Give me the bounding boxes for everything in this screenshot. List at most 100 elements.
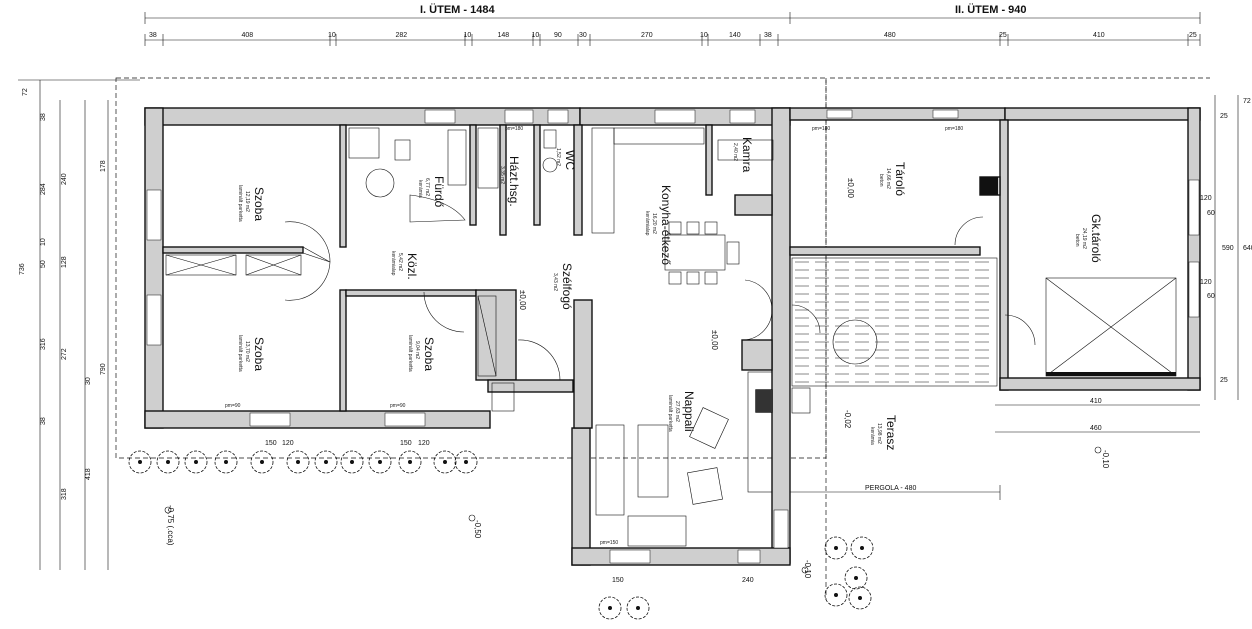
pm-2: pm=180 [812,126,830,132]
kitchen-furniture [591,127,774,285]
roof-outline [115,77,827,459]
pm-5: pm=90 [390,403,406,409]
level-szelfogo: ±0,00 [518,290,527,311]
right-dim-120a: 120 [1200,195,1212,202]
tree-icon [340,450,364,474]
tree-icon [433,450,457,474]
tree-icon [454,450,478,474]
right-dim-72: 72 [1243,98,1251,105]
level-nappali: ±0,00 [710,330,719,351]
pm-3: pm=180 [945,126,963,132]
tree-icon [184,450,208,474]
room-floor-nappali: laminált parketta [667,395,673,432]
bathroom-fixtures [348,127,558,223]
right-dim-25b: 25 [1220,377,1228,384]
left-dim-318: 318 [61,488,68,500]
left-dim-38b: 38 [40,417,47,425]
bottom-dim-150b: 150 [400,440,412,447]
room-name-wc: WC [563,150,577,170]
room-floor-szoba2: laminált parketta [237,335,243,372]
room-name-szoba2: Szoba [252,337,266,371]
top-dim-8: 30 [579,32,587,39]
garage-spot [1045,277,1177,377]
tree-icon [824,536,848,560]
room-area-szoba2: 13,70 m2 [244,341,250,362]
bottom-dim-410: 410 [1090,398,1102,405]
room-area-szoba3: 9,04 m2 [414,341,420,359]
pm-1: pm=180 [505,126,523,132]
pm-7: pm=150 [600,540,618,546]
room-area-konyha: 16,20 m2 [651,213,657,234]
left-dimensions: 72 38 284 10 50 128 316 38 240 272 30 73… [18,79,140,570]
room-name-kozl: Közl. [405,253,419,280]
tree-icon [368,450,392,474]
parapet-notes: pm=180 pm=180 pm=180 pm=90 pm=90 pm=150 [225,126,963,546]
room-name-szoba3: Szoba [422,337,436,371]
top-dim-10: 10 [700,32,708,39]
right-dimensions: 72 25 120 60 590 640 120 60 25 [1200,95,1252,400]
top-dim-7: 90 [554,32,562,39]
tree-icon [626,596,650,620]
left-dim-30: 30 [85,377,92,385]
level-garage-front: -0,10 [1101,450,1110,469]
level-yard: -0,50 [473,520,482,539]
stove [756,390,772,412]
top-dim-15: 410 [1093,32,1105,39]
top-dim-5: 148 [498,32,510,39]
wardrobes [165,254,515,412]
room-area-szelfogo: 3,43 m2 [552,273,558,291]
left-dim-240: 240 [61,173,68,185]
room-floor-szoba3: laminált parketta [407,335,413,372]
right-dim-60b: 60 [1207,293,1215,300]
room-labels: Szoba 12,19 m2 laminált parketta Szoba 1… [237,137,1103,450]
room-name-konyha: Konyha-étkező [659,185,673,265]
room-floor-konyha: kerámialap [644,211,650,236]
room-area-tarolo: 14,66 m2 [885,168,891,189]
bottom-dim-460: 460 [1090,425,1102,432]
room-area-nappali: 27,63 m2 [674,401,680,422]
left-dim-316: 316 [40,338,47,350]
tree-icon [598,596,622,620]
phase1-label: I. ÜTEM - 1484 [420,3,495,16]
room-name-gktarolo: Gk.tároló [1089,214,1103,263]
windows [146,109,1200,564]
room-floor-tarolo: beton [878,174,884,187]
chimney-phase2 [980,177,998,195]
level-terasz: -0,02 [843,410,852,429]
pergola-label: PERGOLA - 480 [865,485,916,492]
right-dim-590: 590 [1222,245,1234,252]
tree-icon [314,450,338,474]
tree-icon [286,450,310,474]
top-dim-0: 38 [149,32,157,39]
tree-icon [848,586,872,610]
top-dim-11: 140 [729,32,741,39]
pm-4: pm=90 [225,403,241,409]
room-area-terasz: 13,98 m2 [876,423,882,444]
tree-icon [250,450,274,474]
bottom-dim-150a: 150 [265,440,277,447]
room-name-terasz: Terasz [884,415,898,450]
room-name-szelfogo: Szélfogó [560,263,574,310]
bottom-dim-120a: 120 [282,440,294,447]
tree-icon [824,583,848,607]
top-dim-4: 10 [464,32,472,39]
top-dim-13: 480 [884,32,896,39]
right-dim-120b: 120 [1200,279,1212,286]
tree-icon [398,450,422,474]
room-floor-szoba1: laminált parketta [237,185,243,222]
doors [284,216,1036,381]
top-dim-3: 282 [396,32,408,39]
left-dim-272: 272 [61,348,68,360]
top-dim-14: 25 [999,32,1007,39]
room-area-wc: 1,52 m2 [555,148,561,166]
room-name-haztartas: Házt.hsg. [507,156,521,207]
left-dim-38a: 38 [40,113,47,121]
top-dim-2: 10 [328,32,336,39]
level-entry: -0,10 [803,560,812,579]
walls-phase2 [789,107,1201,391]
room-name-kamra: Kamra [740,137,754,173]
right-dim-60a: 60 [1207,210,1215,217]
room-area-kozl: 5,42 m2 [397,253,403,271]
room-floor-furdo: kerámia [417,180,423,198]
